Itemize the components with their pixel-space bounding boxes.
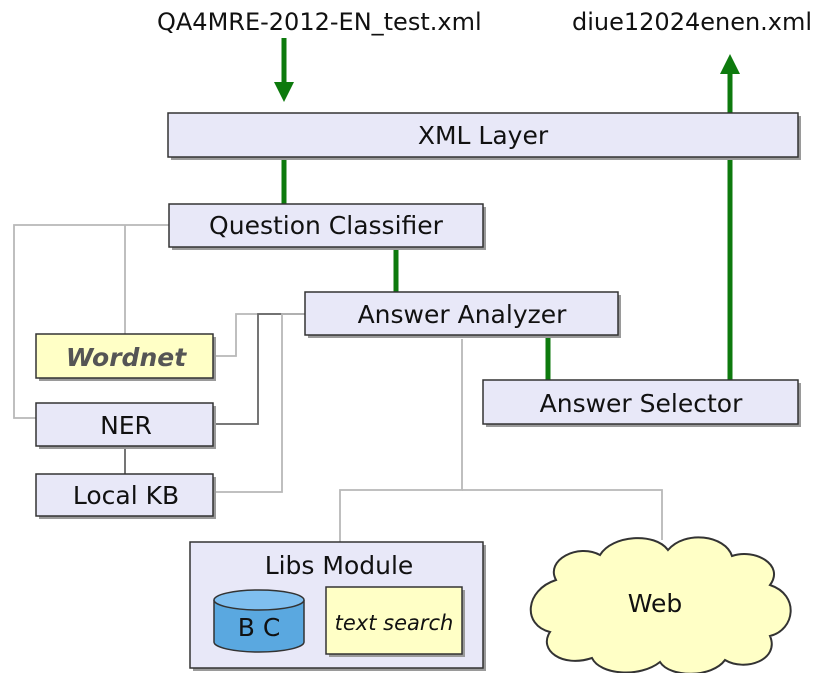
bc-database-icon [213,589,305,653]
analyzer-to-web-connector [462,489,663,540]
web-cloud-icon [529,536,792,673]
localkb-to-analyzer-connector [216,313,305,493]
wordnet-box [35,333,214,379]
analyzer-to-libs-connector [339,339,463,542]
answer-analyzer-box [304,291,619,336]
wordnet-label: Wordnet [66,343,187,372]
ner-box [35,402,214,447]
answer-selector-label: Answer Selector [540,389,743,418]
local-kb-box [35,473,214,517]
text-search-label: text search [335,611,454,635]
output-file-label: diue12024enen.xml [572,8,812,36]
xml-layer-box [167,112,799,158]
ner-label: NER [100,411,152,440]
input-file-label: QA4MRE-2012-EN_test.xml [157,8,482,36]
qc-to-ner-connector [13,224,169,419]
xml-layer-label: XML Layer [418,121,549,150]
question-classifier-box [168,203,484,248]
text-search-box [325,586,463,655]
answer-selector-box [482,379,799,425]
answer-analyzer-label: Answer Analyzer [358,300,568,329]
libs-module-label: Libs Module [265,551,414,580]
wordnet-to-analyzer-connector [216,313,305,357]
local-kb-label: Local KB [73,481,179,510]
bc-label: B C [238,613,281,642]
question-classifier-label: Question Classifier [209,211,444,240]
ner-to-analyzer-connector [216,313,305,425]
web-label: Web [628,589,683,618]
